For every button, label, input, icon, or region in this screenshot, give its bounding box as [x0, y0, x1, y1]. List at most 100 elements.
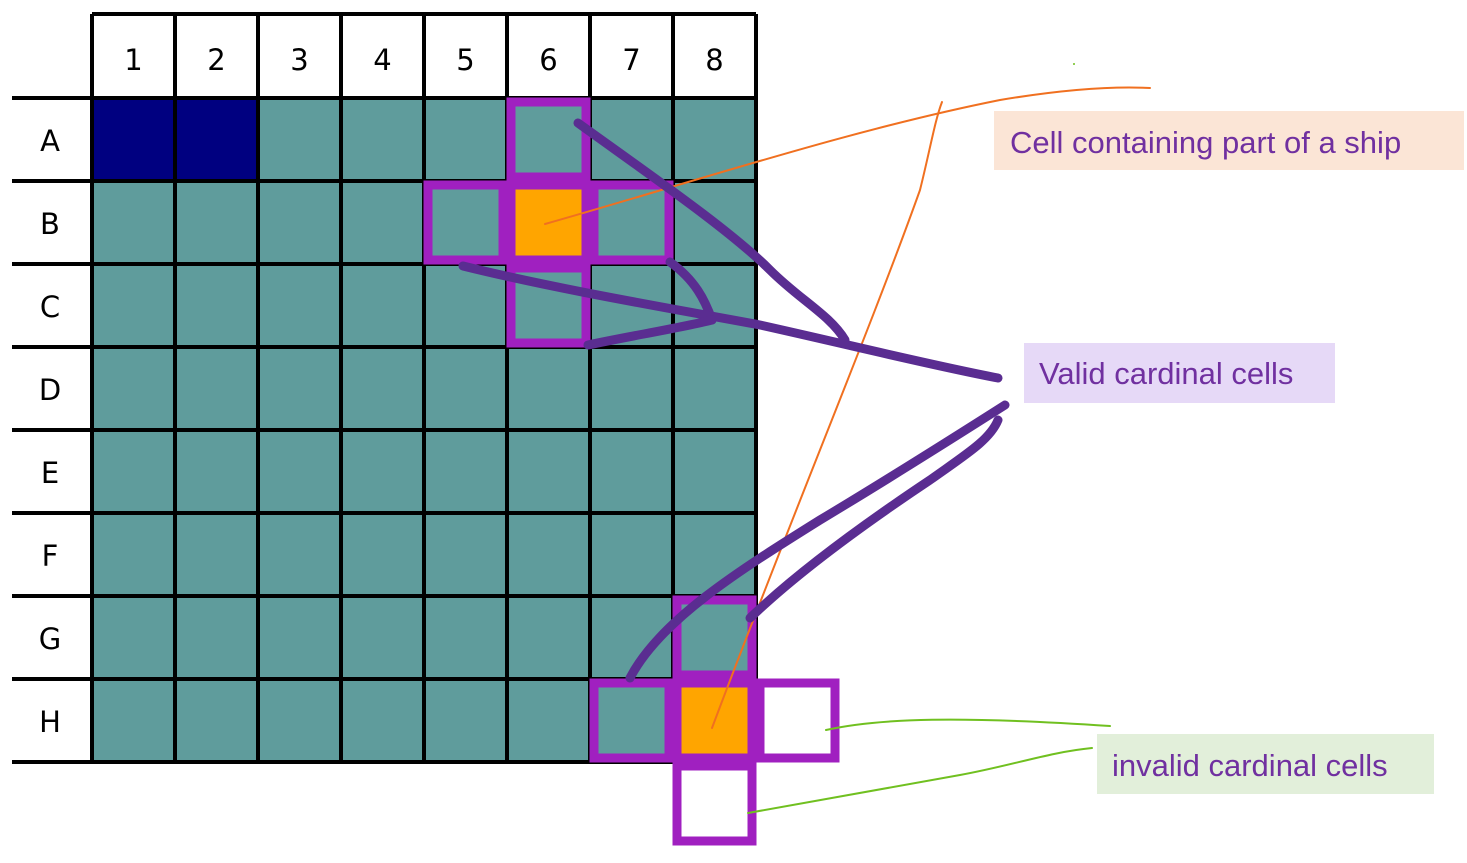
connector-valid-b5	[458, 261, 1003, 383]
invalid-cell-connectors	[747, 718, 1111, 814]
water-cell-h3	[258, 679, 341, 762]
ship-cell-connectors	[544, 86, 1151, 729]
highlight-cell-h9	[755, 678, 840, 763]
water-cell-c5	[424, 264, 507, 347]
connector-valid-c6	[583, 315, 717, 350]
water-cell-a6	[507, 98, 590, 181]
row-header-b: B	[40, 207, 60, 241]
water-cell-c2	[175, 264, 258, 347]
water-cell-b1	[92, 181, 175, 264]
row-header-h: H	[39, 705, 61, 739]
ship-cell-a1	[92, 98, 175, 181]
water-cell-f7	[590, 513, 673, 596]
label-valid-bg	[1024, 343, 1335, 403]
stray-dot	[1073, 63, 1075, 65]
label-ship-cell-bg	[994, 111, 1464, 170]
water-cell-g6	[507, 596, 590, 679]
connector-invalid-i8	[747, 747, 1093, 814]
water-cell-f5	[424, 513, 507, 596]
water-cell-d7	[590, 347, 673, 430]
water-cell-d6	[507, 347, 590, 430]
highlight-cell-a6	[506, 97, 591, 182]
water-cell-f3	[258, 513, 341, 596]
water-cell-b5	[424, 181, 507, 264]
column-header-5: 5	[456, 43, 474, 77]
water-cell-e2	[175, 430, 258, 513]
column-header-8: 8	[705, 43, 723, 77]
highlight-cell-h8	[672, 678, 757, 763]
column-header-1: 1	[124, 43, 142, 77]
water-cell-b7	[590, 181, 673, 264]
water-cell-c3	[258, 264, 341, 347]
highlight-cell-g8	[672, 595, 757, 680]
water-cell-g2	[175, 596, 258, 679]
water-cell-f4	[341, 513, 424, 596]
label-ship-cell: Cell containing part of a ship	[994, 111, 1464, 170]
water-cell-b3	[258, 181, 341, 264]
row-header-a: A	[40, 124, 60, 158]
label-invalid: invalid cardinal cells	[1097, 734, 1434, 794]
connector-ship-h8	[711, 101, 943, 729]
row-header-c: C	[40, 290, 60, 324]
water-cell-a3	[258, 98, 341, 181]
water-cell-e7	[590, 430, 673, 513]
label-invalid-text: invalid cardinal cells	[1112, 748, 1388, 783]
water-cell-h2	[175, 679, 258, 762]
water-cell-h5	[424, 679, 507, 762]
water-cell-d2	[175, 347, 258, 430]
highlight-cell-b7	[589, 180, 674, 265]
connector-valid-g8	[625, 400, 1010, 683]
water-cell-e3	[258, 430, 341, 513]
water-cell-e5	[424, 430, 507, 513]
highlight-cell-i8	[672, 761, 757, 846]
water-cell-e8	[673, 430, 756, 513]
h8-cross	[589, 595, 840, 846]
water-cell-e1	[92, 430, 175, 513]
water-cell-d3	[258, 347, 341, 430]
b6-cross	[423, 97, 674, 348]
row-header-d: D	[39, 373, 61, 407]
ship-cell-a2	[175, 98, 258, 181]
water-cell-c4	[341, 264, 424, 347]
column-header-6: 6	[539, 43, 557, 77]
water-cell-g1	[92, 596, 175, 679]
water-cell-h7	[590, 679, 673, 762]
water-cell-b2	[175, 181, 258, 264]
water-cell-h4	[341, 679, 424, 762]
highlight-cell-c6	[506, 263, 591, 348]
water-cell-e4	[341, 430, 424, 513]
water-cell-a8	[673, 98, 756, 181]
water-cell-f1	[92, 513, 175, 596]
water-cell-h1	[92, 679, 175, 762]
row-header-e: E	[41, 456, 59, 490]
highlight-cell-b5	[423, 180, 508, 265]
connector-ship-b6	[544, 86, 1151, 225]
water-cell-d5	[424, 347, 507, 430]
label-invalid-bg	[1097, 734, 1434, 794]
water-cell-a5	[424, 98, 507, 181]
row-header-f: F	[42, 539, 59, 573]
water-cell-h6	[507, 679, 590, 762]
label-ship-cell-text: Cell containing part of a ship	[1010, 125, 1401, 160]
water-cell-f8	[673, 513, 756, 596]
column-header-2: 2	[207, 43, 225, 77]
label-valid: Valid cardinal cells	[1024, 343, 1335, 403]
column-header-3: 3	[290, 43, 308, 77]
water-cell-g3	[258, 596, 341, 679]
water-cell-f6	[507, 513, 590, 596]
water-cell-d4	[341, 347, 424, 430]
connector-invalid-h9	[825, 718, 1111, 731]
connector-valid-a6	[573, 118, 850, 345]
water-cell-e6	[507, 430, 590, 513]
water-cell-b4	[341, 181, 424, 264]
column-header-4: 4	[373, 43, 391, 77]
water-cell-g5	[424, 596, 507, 679]
water-cell-d1	[92, 347, 175, 430]
water-cell-c1	[92, 264, 175, 347]
water-cell-d8	[673, 347, 756, 430]
highlight-cell-h7	[589, 678, 674, 763]
connector-valid-h7	[745, 415, 1003, 623]
highlight-cell-b6	[506, 180, 591, 265]
